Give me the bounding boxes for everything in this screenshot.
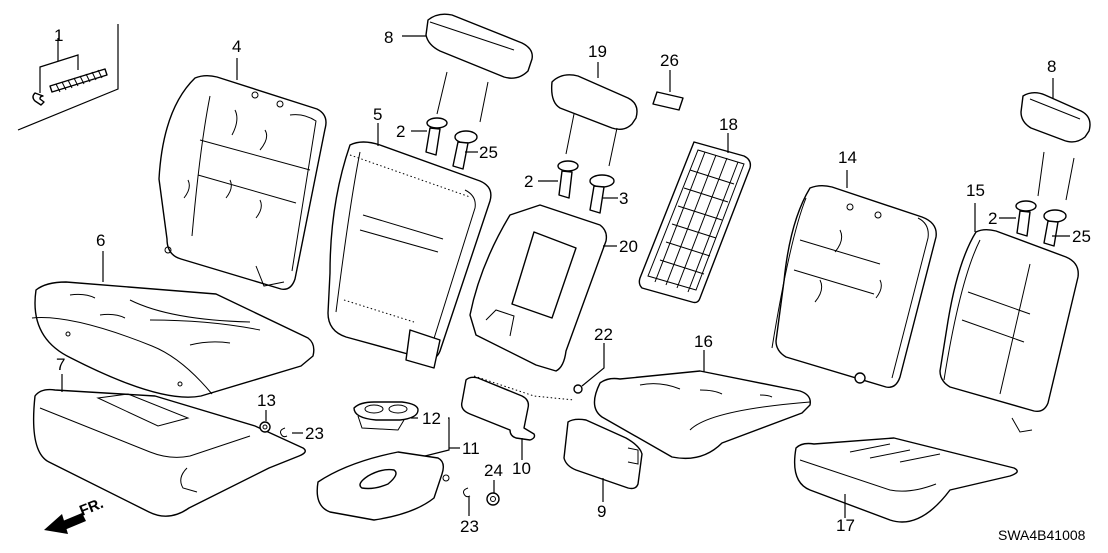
armrest-part <box>316 451 450 521</box>
callout-10: 10 <box>512 459 531 478</box>
center-seatback-part <box>469 204 617 372</box>
headrest-guide-lock-center-part <box>589 174 618 214</box>
side-bolster-part <box>563 418 643 502</box>
callout-15: 15 <box>966 181 985 200</box>
callout-2-left: 2 <box>396 122 405 141</box>
label-part <box>652 70 684 111</box>
front-direction-label: FR. <box>77 495 106 520</box>
callout-4: 4 <box>232 37 241 56</box>
seatback-pad-right-part <box>939 203 1079 433</box>
callout-24: 24 <box>484 461 503 480</box>
callout-11: 11 <box>462 439 480 458</box>
callout-23-left: 23 <box>305 424 324 443</box>
seatback-cover-left-part <box>158 58 327 290</box>
front-direction-arrow-icon <box>44 513 86 534</box>
callout-17: 17 <box>836 516 855 535</box>
callout-16: 16 <box>694 332 713 351</box>
seatback-cover-right-part <box>771 170 937 388</box>
callout-6: 6 <box>96 231 105 250</box>
callout-12: 12 <box>422 409 441 428</box>
seatback-pad-left-part <box>327 123 492 369</box>
headrest-guide-right-part <box>999 200 1037 237</box>
callout-8-right: 8 <box>1047 57 1056 76</box>
callout-18: 18 <box>719 115 738 134</box>
rear-panel-part <box>638 133 752 304</box>
seat-cushion-cover-left-part <box>31 251 315 398</box>
callout-20: 20 <box>619 237 638 256</box>
cup-holder-part <box>353 401 460 459</box>
callout-1: 1 <box>54 26 63 45</box>
callout-7: 7 <box>56 355 65 374</box>
seat-cushion-cover-right-part <box>593 350 811 460</box>
clip-center-part <box>463 487 471 516</box>
clip-left-part <box>280 427 303 438</box>
callout-23-center: 23 <box>460 517 479 536</box>
callout-13: 13 <box>257 391 276 410</box>
bushing-part <box>259 410 271 433</box>
callout-19: 19 <box>588 42 607 61</box>
headrest-right-part <box>1020 78 1091 201</box>
callout-9: 9 <box>597 502 606 521</box>
callout-14: 14 <box>838 148 857 167</box>
center-headrest-part <box>550 62 638 167</box>
callout-2-center: 2 <box>524 172 533 191</box>
clip-set-part <box>17 24 119 131</box>
headrest-guide-lock-right-part <box>1043 209 1070 247</box>
screw-part <box>573 343 605 394</box>
headrest-guide-left-part <box>411 117 448 156</box>
callout-25-right: 25 <box>1072 227 1091 246</box>
armrest-cover-part <box>460 375 575 460</box>
nut-part <box>486 480 500 506</box>
callout-25-left: 25 <box>479 143 498 162</box>
callout-2-right: 2 <box>988 209 997 228</box>
callout-3: 3 <box>619 189 628 208</box>
headrest-guide-lock-left-part <box>452 130 478 170</box>
headrest-guide-center-part <box>538 160 579 199</box>
headrest-left-part <box>402 13 533 123</box>
callout-22: 22 <box>594 325 613 344</box>
seat-cushion-pad-right-part <box>793 437 1018 523</box>
seat-cushion-pad-left-part <box>32 374 306 517</box>
callout-8-left: 8 <box>384 28 393 47</box>
callout-26: 26 <box>660 51 679 70</box>
diagram-code: SWA4B41008 <box>998 527 1086 543</box>
callout-5: 5 <box>373 105 382 124</box>
